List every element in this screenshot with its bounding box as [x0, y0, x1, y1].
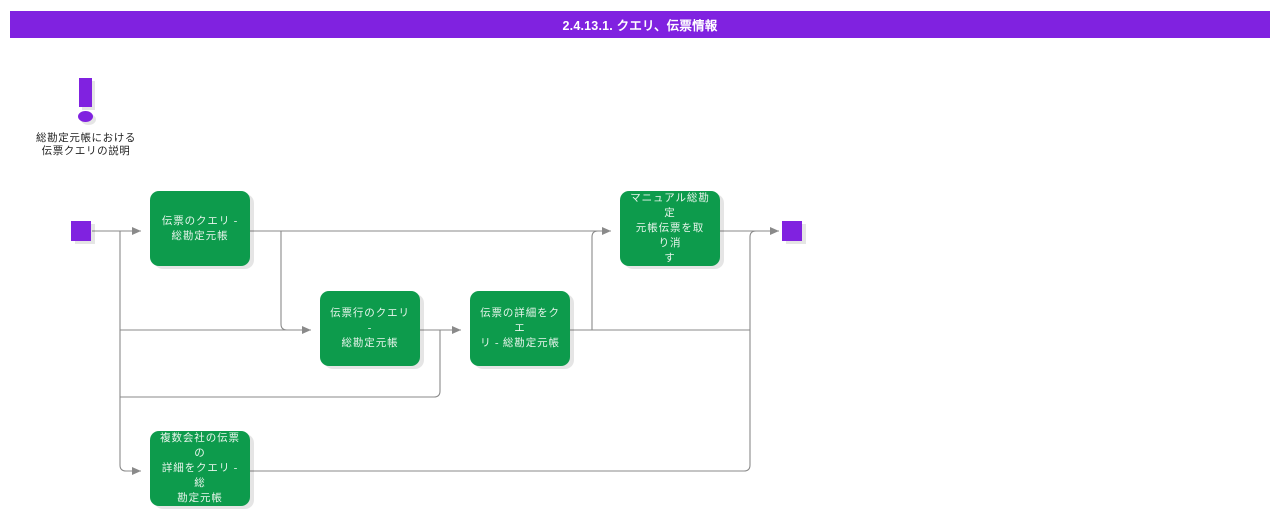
exclamation-mark-icon	[26, 76, 146, 126]
note-caption: 総勘定元帳における 伝票クエリの説明	[36, 133, 136, 157]
end-terminator[interactable]	[782, 221, 802, 241]
node-5-label: 複数会社の伝票の 詳細をクエリ - 総 勘定元帳	[160, 433, 240, 504]
exclamation-bar	[79, 78, 92, 107]
edge-trunk-vertical	[119, 231, 141, 472]
page-title: 2.4.13.1. クエリ、伝票情報	[562, 19, 718, 33]
arrowhead-start-to-node1	[132, 227, 141, 235]
node-4-cancel-manual-gl-voucher[interactable]: マニュアル総勘 定 元帳伝票を取 り消 す	[620, 191, 720, 266]
node-2-query-voucher-line-gl[interactable]: 伝票行のクエリ - 総勘定元帳	[320, 291, 420, 366]
arrowhead-node2-to-node3	[452, 326, 461, 334]
node-1-query-voucher-gl[interactable]: 伝票のクエリ - 総勘定元帳	[150, 191, 250, 266]
arrowhead-to-node2	[302, 326, 311, 334]
note-callout: 総勘定元帳における 伝票クエリの説明	[26, 76, 146, 158]
node-4-label: マニュアル総勘 定 元帳伝票を取 り消 す	[630, 193, 710, 264]
exclamation-dot	[78, 111, 93, 122]
edge-node2-return	[120, 330, 441, 398]
node-3-label: 伝票の詳細をクエ リ - 総勘定元帳	[480, 308, 560, 349]
arrowhead-trunk-to-node5	[132, 467, 141, 475]
node-1-label: 伝票のクエリ - 総勘定元帳	[161, 215, 239, 242]
node-3-query-voucher-detail-gl[interactable]: 伝票の詳細をクエ リ - 総勘定元帳	[470, 291, 570, 366]
node-2-label: 伝票行のクエリ - 総勘定元帳	[330, 308, 410, 349]
page-header-bar: 2.4.13.1. クエリ、伝票情報	[10, 11, 1270, 38]
edge-right-collector	[749, 230, 779, 330]
edge-node3-up-to-node4	[591, 230, 611, 330]
edge-node1-down-to-node2	[280, 231, 311, 331]
start-terminator[interactable]	[71, 221, 91, 241]
node-5-query-multicompany-voucher-detail-gl[interactable]: 複数会社の伝票の 詳細をクエリ - 総 勘定元帳	[150, 431, 250, 506]
edge-node5-to-end	[250, 330, 751, 472]
